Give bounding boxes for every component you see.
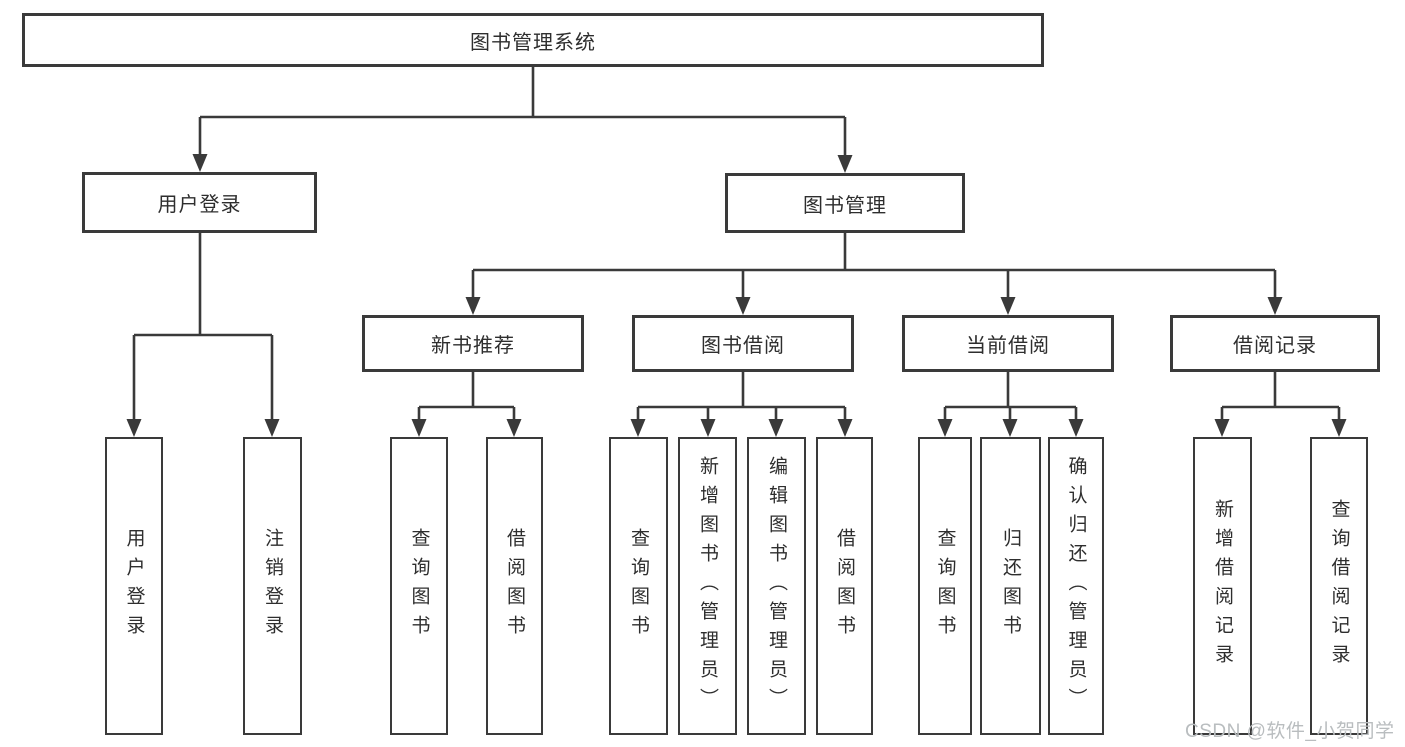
leaf-confirm-return-admin-label: 确认归还（管理员）	[1065, 455, 1087, 717]
node-book-management-label: 图书管理	[803, 194, 887, 217]
leaf-query-borrow-record-label: 查询借阅记录	[1328, 499, 1350, 673]
arrowheads	[126, 154, 1347, 437]
node-current-borrow-label: 当前借阅	[966, 335, 1050, 357]
leaf-add-book-admin: 新增图书（管理员）	[678, 437, 737, 735]
node-current-borrow: 当前借阅	[902, 315, 1114, 372]
leaf-confirm-return-admin: 确认归还（管理员）	[1048, 437, 1104, 735]
tree-edges	[132, 67, 1341, 423]
leaf-user-login: 用户登录	[105, 437, 163, 735]
node-borrow-records-label: 借阅记录	[1233, 335, 1317, 357]
leaf-return-books-label: 归还图书	[1000, 528, 1021, 644]
leaf-borrow-books: 借阅图书	[816, 437, 873, 735]
leaf-query-books-current-label: 查询图书	[934, 528, 956, 644]
leaf-query-books-current: 查询图书	[918, 437, 972, 735]
node-user-login: 用户登录	[82, 172, 317, 233]
node-library-system-label: 图书管理系统	[470, 31, 596, 54]
leaf-query-books-borrow: 查询图书	[609, 437, 668, 735]
node-library-system: 图书管理系统	[22, 13, 1044, 67]
leaf-query-books-borrow-label: 查询图书	[628, 528, 649, 644]
leaf-add-borrow-record: 新增借阅记录	[1193, 437, 1252, 735]
leaf-return-books: 归还图书	[980, 437, 1041, 735]
leaf-query-borrow-record: 查询借阅记录	[1310, 437, 1368, 735]
leaf-query-books-recommend: 查询图书	[390, 437, 448, 735]
leaf-logout-label: 注销登录	[262, 528, 283, 644]
leaf-edit-book-admin: 编辑图书（管理员）	[747, 437, 806, 735]
leaf-add-borrow-record-label: 新增借阅记录	[1212, 499, 1233, 673]
node-book-borrow-label: 图书借阅	[701, 335, 785, 357]
leaf-user-login-label: 用户登录	[123, 528, 145, 644]
node-user-login-label: 用户登录	[157, 194, 242, 216]
leaf-borrow-books-label: 借阅图书	[834, 528, 855, 644]
leaf-logout: 注销登录	[243, 437, 302, 735]
node-borrow-records: 借阅记录	[1170, 315, 1380, 372]
leaf-edit-book-admin-label: 编辑图书（管理员）	[766, 455, 787, 717]
watermark: CSDN @软件_小贺同学	[1185, 721, 1395, 742]
node-new-book-recommend: 新书推荐	[362, 315, 584, 372]
leaf-borrow-books-recommend: 借阅图书	[486, 437, 543, 735]
node-new-book-recommend-label: 新书推荐	[431, 335, 515, 357]
node-book-management: 图书管理	[725, 173, 965, 233]
leaf-add-book-admin-label: 新增图书（管理员）	[697, 455, 718, 717]
leaf-borrow-books-recommend-label: 借阅图书	[504, 528, 525, 644]
node-book-borrow: 图书借阅	[632, 315, 854, 372]
leaf-query-books-recommend-label: 查询图书	[408, 528, 430, 644]
